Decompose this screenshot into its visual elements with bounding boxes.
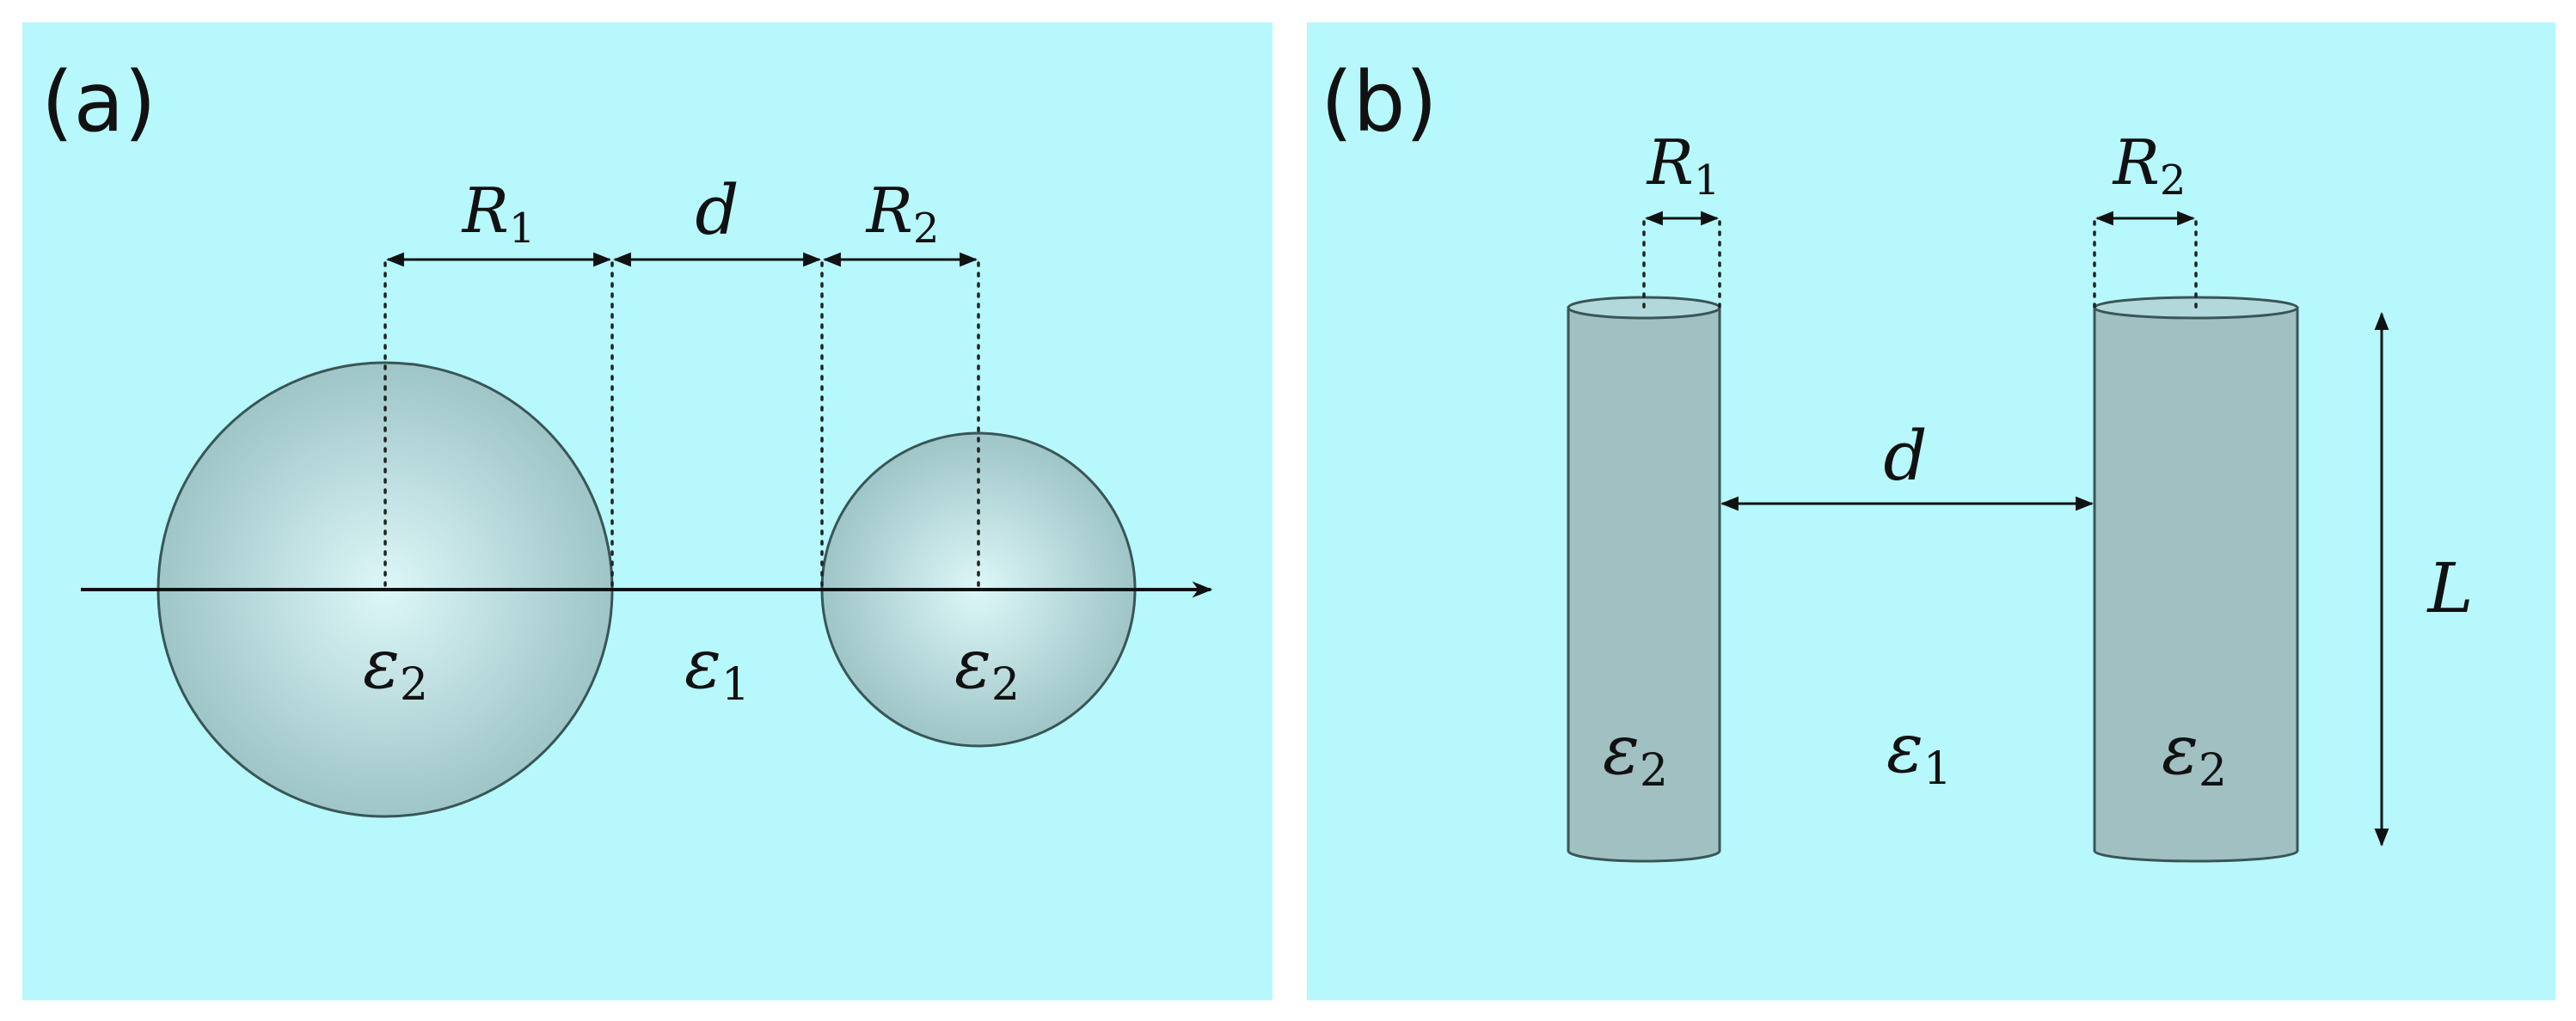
panel-a-eps-middle-label: ε1 xyxy=(684,624,750,711)
panel-b-label: (b) xyxy=(1321,54,1438,150)
panel-a-r1-label: R1 xyxy=(461,174,536,253)
cylinder-1-body xyxy=(1567,306,1721,863)
panel-b-eps-right-label: ε2 xyxy=(2162,710,2227,797)
panel-b-background xyxy=(1307,22,2555,1000)
panel-b-length-label: L xyxy=(2426,548,2473,628)
cylinder-2-body xyxy=(2093,306,2299,863)
panel-b-r1-label: R1 xyxy=(1646,126,1720,205)
panel-b: (b) R1 R2 d L ε2 xyxy=(1307,22,2555,1000)
panel-a-eps-left-label: ε2 xyxy=(363,624,428,711)
panel-a-eps-right-label: ε2 xyxy=(954,624,1020,711)
panel-b-eps-left-label: ε2 xyxy=(1603,710,1668,797)
panel-a-gap-label: d xyxy=(695,170,739,250)
panel-b-gap-label: d xyxy=(1883,416,1927,496)
panel-a: (a) R1 d R2 ε2 ε1 ε2 xyxy=(22,22,1273,1000)
panel-a-r2-label: R2 xyxy=(865,174,940,253)
panel-b-r2-label: R2 xyxy=(2112,126,2187,205)
panel-b-eps-middle-label: ε1 xyxy=(1886,708,1952,795)
panel-a-label: (a) xyxy=(41,54,156,150)
